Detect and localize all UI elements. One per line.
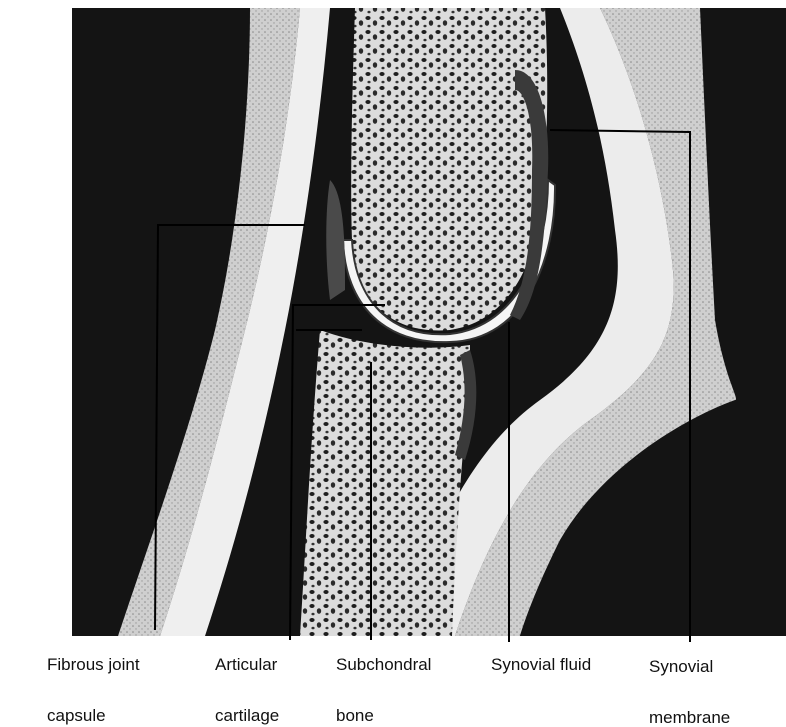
label-synovial-membrane-line2: membrane — [649, 709, 730, 726]
label-fibrous-joint-capsule-line1: Fibrous joint — [47, 655, 140, 674]
label-fibrous-joint-capsule: Fibrous joint capsule — [47, 656, 140, 724]
lower-bone — [300, 330, 470, 636]
label-articular-cartilage-line1: Articular — [215, 655, 277, 674]
label-synovial-fluid-line1: Synovial fluid — [491, 655, 591, 674]
upper-bone — [351, 8, 547, 330]
left-white-margin — [0, 0, 72, 636]
label-subchondral-bone-line1: Subchondral — [336, 655, 431, 674]
illustration — [0, 0, 786, 636]
label-subchondral-bone-line2: bone — [336, 707, 431, 724]
label-fibrous-joint-capsule-line2: capsule — [47, 707, 140, 724]
label-articular-cartilage-line2: cartilage — [215, 707, 279, 724]
label-subchondral-bone: Subchondral bone — [336, 656, 431, 724]
label-articular-cartilage: Articular cartilage — [215, 656, 279, 724]
label-synovial-membrane-line1: Synovial — [649, 657, 713, 676]
label-synovial-membrane: Synovial membrane — [649, 658, 730, 726]
label-synovial-fluid: Synovial fluid — [491, 656, 591, 673]
